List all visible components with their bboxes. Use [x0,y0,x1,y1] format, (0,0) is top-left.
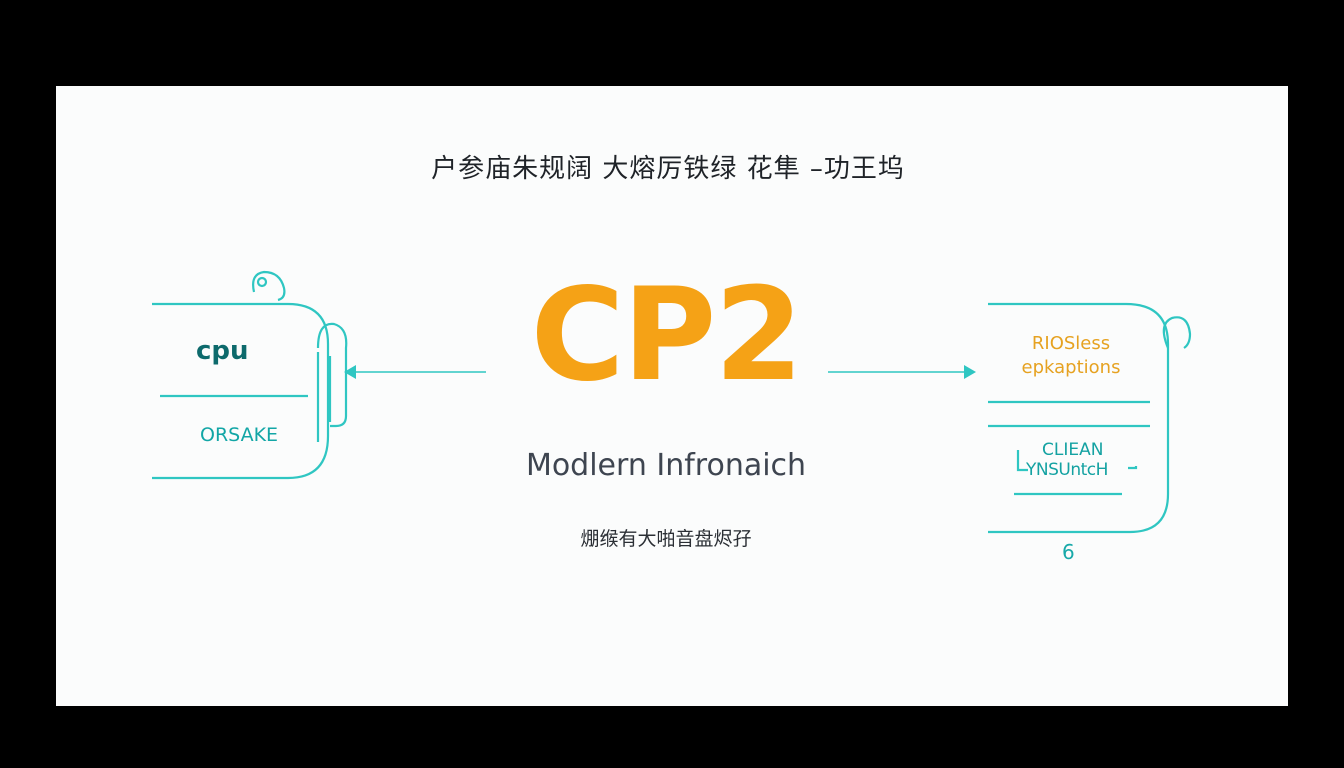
center-caption: 焩缑有大啪音盘烬孖 [580,528,752,550]
right-box-top-label-line2: epkaptions [1021,357,1121,378]
left-box-bottom-label: ORSAKE [200,424,279,446]
right-box-outline [988,302,1192,534]
left-box-top-label: cpu [196,336,249,366]
diagram-canvas: 户参庙朱规阔 大熔厉铁绿 花隼 –功王坞 CP2 Modlern Infrona… [56,86,1288,706]
center-subtitle: Modlern Infronaich [525,448,807,483]
right-box-inner-label-line1: CLIEAN [1042,440,1104,460]
right-box-inner-label-line2: YNSUntcH [1026,460,1108,480]
center-title: CP2 [530,261,804,410]
right-box-inner-label: CLIEAN YNSUntcH [1026,440,1108,480]
connector-lines [152,270,1192,534]
right-arrow [828,365,976,379]
right-box-number: 6 [1062,540,1075,564]
left-box-outline [152,270,348,480]
left-arrow [344,365,486,379]
right-box-top-label-line1: RIOSless [1031,333,1111,354]
page-title: 户参庙朱规阔 大熔厉铁绿 花隼 –功王坞 [431,154,905,184]
right-box-top-label: RIOSless epkaptions [1006,332,1136,380]
